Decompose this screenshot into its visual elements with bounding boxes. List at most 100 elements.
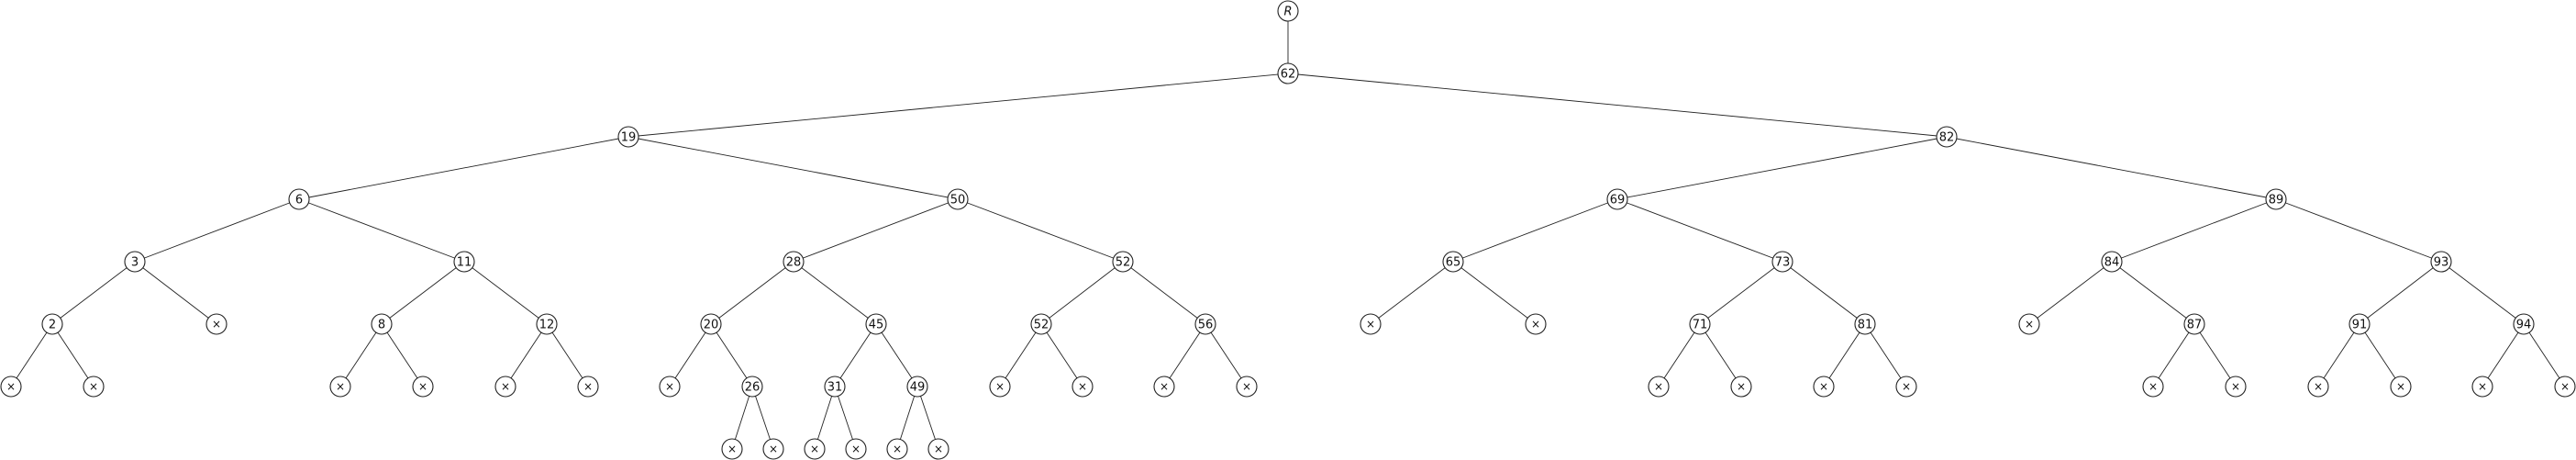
edge-n45-n31 [834, 323, 877, 387]
node-circle [2183, 313, 2205, 335]
node-circle [1442, 251, 1464, 273]
nil-leaf-node: × [721, 438, 743, 460]
tree-node-56: 56 [1194, 313, 1216, 335]
node-label: 56 [1198, 319, 1214, 332]
edge-n52b-x52bl [999, 323, 1042, 387]
tree-node-71: 71 [1689, 313, 1711, 335]
nil-label: × [2231, 380, 2240, 393]
node-label: 20 [704, 319, 719, 332]
node-circle [1030, 313, 1052, 335]
edge-n52b-x52br [1040, 323, 1083, 387]
tree-node-62: 62 [1277, 62, 1299, 84]
node-circle [1606, 188, 1628, 210]
node-label: 6 [295, 194, 303, 208]
edge-n65-x65r [1452, 261, 1537, 325]
node-circle [494, 376, 516, 398]
nil-label: × [2149, 380, 2158, 393]
edge-n82-n89 [1946, 136, 2277, 200]
node-circle [2307, 376, 2329, 398]
node-circle [845, 438, 867, 460]
nil-label: × [1654, 380, 1663, 393]
node-circle [83, 376, 105, 398]
tree-node-84: 84 [2101, 251, 2123, 273]
edge-n6-n3 [134, 198, 300, 263]
node-circle [1689, 313, 1711, 335]
nil-leaf-node: × [1730, 376, 1752, 398]
tree-node-82: 82 [1936, 126, 1958, 148]
tree-node-11: 11 [453, 251, 475, 273]
node-label: 12 [539, 319, 555, 332]
node-label: 52 [1034, 319, 1049, 332]
node-label: 11 [457, 256, 472, 270]
nil-label: × [1819, 380, 1828, 393]
tree-node-20: 20 [700, 313, 722, 335]
node-circle [2513, 313, 2535, 335]
edge-n3-n2 [51, 261, 136, 325]
edge-n28-n20 [710, 261, 794, 325]
tree-node-65: 65 [1442, 251, 1464, 273]
node-circle [1194, 313, 1216, 335]
nil-leaf-node: × [762, 438, 784, 460]
edge-n12-x12l [505, 323, 548, 387]
node-circle [205, 313, 228, 335]
edge-n62-n19 [627, 73, 1289, 138]
edge-n45-n49 [875, 323, 918, 387]
node-circle [1153, 376, 1175, 398]
node-circle [762, 438, 784, 460]
nil-leaf-node: × [845, 438, 867, 460]
nil-label: × [2478, 380, 2487, 393]
edge-n94-x94l [2482, 323, 2525, 387]
nil-label: × [893, 443, 902, 455]
node-circle [2225, 376, 2247, 398]
edge-n62-n82 [1287, 73, 1948, 138]
edge-n84-n87 [2111, 261, 2195, 325]
nil-label: × [2025, 318, 2034, 331]
edge-n3-x3r [134, 261, 217, 325]
node-circle [453, 251, 475, 273]
nil-leaf-node: × [83, 376, 105, 398]
node-circle [721, 438, 743, 460]
node-circle [1525, 313, 1547, 335]
edge-n11-n12 [463, 261, 548, 325]
tree-node-81: 81 [1854, 313, 1876, 335]
nil-leaf-node: × [927, 438, 949, 460]
node-circle [288, 188, 310, 210]
node-circle [659, 376, 681, 398]
node-circle [1277, 0, 1299, 22]
tree-node-94: 94 [2513, 313, 2535, 335]
node-label: 52 [1116, 256, 1131, 270]
node-label: 87 [2187, 319, 2203, 332]
node-label: 89 [2269, 194, 2284, 208]
tree-node-19: 19 [617, 126, 639, 148]
node-label: 82 [1939, 131, 1955, 145]
tree-node-28: 28 [783, 251, 805, 273]
node-label: 94 [2516, 319, 2532, 332]
edge-n28-n45 [793, 261, 877, 325]
tree-node-87: 87 [2183, 313, 2205, 335]
node-circle [2348, 313, 2371, 335]
node-circle [824, 376, 846, 398]
nil-label: × [1531, 318, 1540, 331]
node-circle [741, 376, 763, 398]
nil-label: × [2560, 380, 2570, 393]
node-label: 65 [1446, 256, 1461, 270]
edge-n65-x65l [1370, 261, 1454, 325]
edge-n20-n26 [710, 323, 753, 387]
tree-edges [10, 11, 2566, 450]
edge-n6-n11 [298, 198, 465, 263]
nil-leaf-node: × [886, 438, 908, 460]
node-label: 28 [786, 256, 802, 270]
tree-node-3: 3 [124, 251, 146, 273]
edge-n69-n65 [1452, 198, 1618, 263]
nil-label: × [2314, 380, 2323, 393]
nil-leaf-node: × [577, 376, 599, 398]
node-label: 91 [2352, 319, 2368, 332]
tree-node-91: 91 [2348, 313, 2371, 335]
edge-n8-x8l [339, 323, 383, 387]
edge-n50-n28 [793, 198, 959, 263]
edge-n93-n94 [2440, 261, 2525, 325]
node-circle [2471, 376, 2493, 398]
edge-n12-x12r [546, 323, 589, 387]
node-circle [1236, 376, 1258, 398]
